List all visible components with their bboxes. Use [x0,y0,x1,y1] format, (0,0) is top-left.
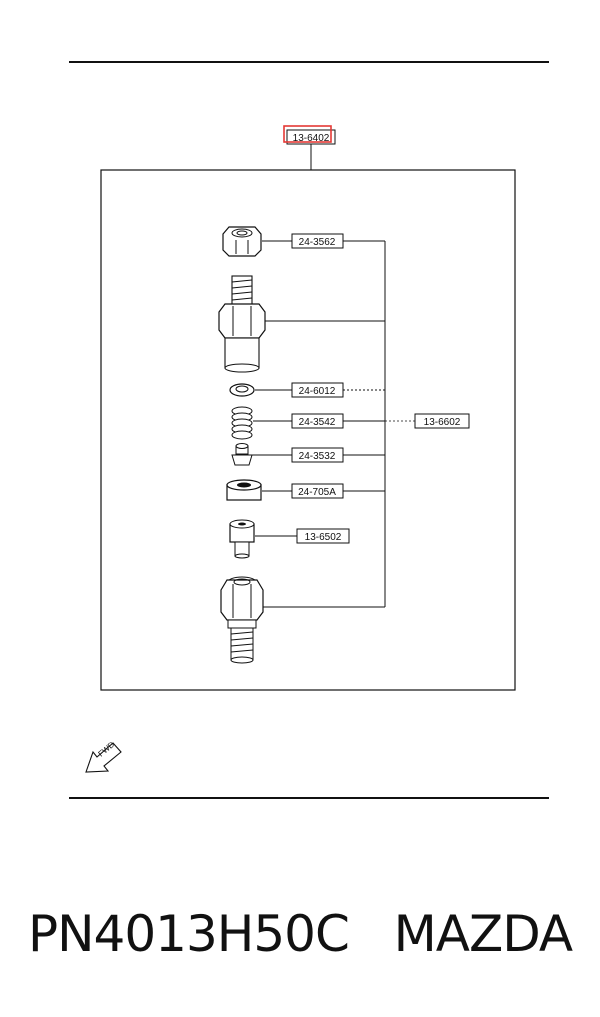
callout-label-24-3562[interactable]: 24-3562 [299,237,336,248]
part-number: PN4013H50C [27,905,350,963]
spring-part [231,406,253,440]
callout-label-24-3532[interactable]: 24-3532 [299,451,336,462]
brand-name: MAZDA [393,905,573,963]
parts-diagram: 13-6402 13-6602 24-3562 24-6012 [85,125,516,773]
footer-caption: PN4013H50C MAZDA [0,905,600,963]
group-callout-label[interactable]: 13-6602 [424,417,461,428]
nozzle-part [229,519,255,559]
fwd-arrow-icon [85,742,122,773]
assembly-callout-highlight [283,125,332,143]
diagram-frame [100,169,516,691]
cap-nut-part [222,226,262,257]
spring-seat-part [231,443,253,466]
group-callout-box [414,413,470,429]
callout-label-13-6502[interactable]: 13-6502 [305,532,342,543]
callout-label-24-705A[interactable]: 24-705A [298,487,336,498]
callout-label-24-3542[interactable]: 24-3542 [299,417,336,428]
washer-part [229,383,255,397]
top-rule [69,61,549,63]
distance-piece-part [226,479,262,501]
retaining-nut-part [220,576,264,664]
callout-label-24-6012[interactable]: 24-6012 [299,386,336,397]
callout-box-13-6502 [296,528,350,544]
bottom-rule [69,797,549,799]
assembly-callout-label[interactable]: 13-6402 [293,133,330,144]
nozzle-holder-body-part [218,275,266,373]
